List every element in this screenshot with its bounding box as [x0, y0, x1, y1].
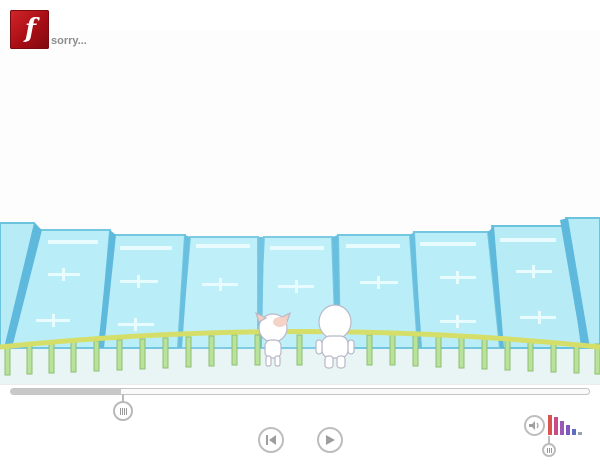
- volume-level-bars[interactable]: [548, 414, 588, 436]
- skip-to-start-icon: [266, 435, 276, 445]
- play-button[interactable]: [317, 427, 343, 453]
- speaker-icon: [529, 421, 539, 430]
- volume-button[interactable]: [524, 415, 545, 436]
- rewind-button[interactable]: [258, 427, 284, 453]
- flash-player-icon: f: [10, 10, 49, 49]
- volume-bar: [548, 415, 552, 435]
- volume-bar: [566, 425, 570, 435]
- status-text: sorry...: [51, 35, 87, 47]
- volume-handle[interactable]: [542, 443, 556, 457]
- volume-bar: [554, 417, 558, 435]
- progress-fill: [11, 389, 121, 394]
- glass-panels: [0, 217, 600, 349]
- railing-bar: [0, 329, 600, 350]
- play-icon: [326, 435, 335, 445]
- scrubber-stem: [122, 394, 124, 402]
- volume-bar: [572, 429, 576, 435]
- progress-bar[interactable]: [10, 388, 590, 396]
- grip-icon: [546, 447, 552, 453]
- scene-illustration: [0, 217, 600, 384]
- volume-bar: [560, 421, 564, 435]
- logo-letter: f: [24, 13, 37, 44]
- scrubber-handle[interactable]: [113, 401, 133, 421]
- grip-icon: [119, 407, 127, 415]
- cat-character: [254, 311, 292, 367]
- progress-track[interactable]: [10, 388, 590, 395]
- volume-bar: [578, 432, 582, 435]
- player-header: [0, 0, 600, 30]
- video-stage[interactable]: [0, 30, 600, 384]
- child-character: [315, 304, 355, 369]
- volume-stem: [548, 436, 550, 444]
